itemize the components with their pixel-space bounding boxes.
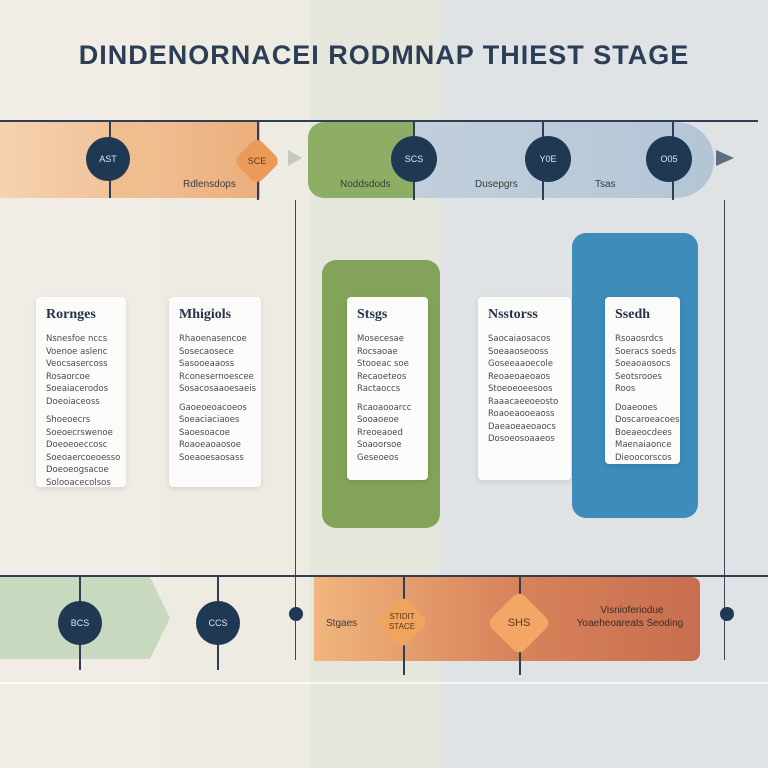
card-5-title: Ssedh: [615, 307, 651, 322]
bottom-timeline: [0, 575, 768, 577]
bottom-diamond-b-label: SHS: [507, 617, 531, 629]
card-2-line: Soeaciaciaoes: [179, 415, 240, 425]
card-2-line: Sosacosaaoesaeis: [179, 384, 257, 394]
card-5-line: Dieoocorscos: [615, 452, 672, 463]
card-3-line: Rocsaoae: [357, 346, 398, 357]
bottom-dot-1[interactable]: [289, 607, 303, 621]
card-1-line: Soeoaercoeoesso: [46, 452, 121, 463]
card-1-line: Voenoe aslenc: [46, 346, 108, 357]
card-2-line: Rhaoenasencoe: [179, 334, 247, 344]
card-5-line: Boeaeocdees: [615, 427, 672, 438]
card-1-line: Nsnesfoe nccs: [46, 334, 108, 344]
card-3-line: Geseoeos: [357, 452, 399, 463]
card-2-line: Gaoeoeoacoeos: [179, 402, 247, 413]
top-diamond[interactable]: SCE: [232, 136, 282, 186]
card-4-line: Stoeoeoeesoos: [488, 384, 553, 394]
card-1-line: Doeoeogsacoe: [46, 465, 109, 475]
card-2-title: Mhigiols: [179, 307, 232, 322]
bottom-text-right-2: Yoaeheoareats Seoding: [576, 618, 684, 629]
bottom-text-right-1: Visnioferiodue: [600, 605, 664, 616]
frame-left: [295, 200, 296, 660]
card-1-line: Rosaorcoe: [46, 371, 90, 382]
card-1-line: Doeoeoeccosc: [46, 440, 108, 450]
card-3-list: Mosecesae Rocsaoae Stooeac soe Recaoeteo…: [357, 333, 420, 464]
card-3-line: Rcaoaooarcc: [357, 402, 412, 413]
card-5-line: Rsoaosrdcs: [615, 334, 664, 344]
card-5-line: Seotsrooes: [615, 371, 662, 382]
card-3[interactable]: Stsgs Mosecesae Rocsaoae Stooeac soe Rec…: [347, 297, 428, 480]
card-3-line: Stooeac soe: [357, 359, 409, 369]
card-1[interactable]: Rornges Nsnesfoe nccs Voenoe aslenc Veoc…: [36, 297, 126, 489]
page-title: DINDENORNACEI RODMNAP THIEST STAGE: [78, 40, 690, 70]
card-4-line: Reoaeoaeoaos: [488, 371, 551, 382]
card-4-list: Saocaiaosacos Soeaaoseooss Goseeaaoecole…: [488, 333, 563, 446]
card-2-list: Rhaoenasencoe Sosecaosece Sasooeaaoss Rc…: [179, 333, 257, 464]
arrow-right-icon: [288, 150, 302, 166]
top-label-2: Noddsdods: [340, 179, 391, 190]
card-1-title: Rornges: [46, 307, 96, 322]
card-1-line: Soeaiacerodos: [46, 384, 109, 394]
card-5-line: Roos: [615, 384, 636, 394]
card-1-line: Soeoecrswenoe: [46, 427, 113, 438]
card-1-line: Shoeoecrs: [46, 415, 91, 425]
frame-right: [724, 200, 725, 660]
bottom-label-left: Stgaes: [326, 618, 358, 629]
top-label-1: Rdlensdops: [183, 179, 236, 190]
card-3-title: Stsgs: [357, 307, 388, 322]
bottom-dot-2[interactable]: [720, 607, 734, 621]
card-2-line: Roaoeaoaosoe: [179, 440, 242, 450]
card-5-list: Rsoaosrdcs Soeracs soeds Soeaoaosocs Seo…: [615, 333, 680, 464]
card-4[interactable]: Nsstorss Saocaiaosacos Soeaaoseooss Gose…: [478, 297, 571, 480]
card-2[interactable]: Mhigiols Rhaoenasencoe Sosecaosece Sasoo…: [169, 297, 261, 487]
top-node-1[interactable]: AST: [86, 137, 130, 181]
top-node-4[interactable]: O05: [646, 136, 692, 182]
card-4-line: Dosoeosoaaeos: [488, 434, 555, 444]
top-node-3[interactable]: Y0E: [525, 136, 571, 182]
card-4-line: Soeaaoseooss: [488, 346, 549, 357]
card-4-line: Goseeaaoecole: [488, 359, 553, 369]
card-4-title: Nsstorss: [488, 307, 538, 322]
card-3-line: Sooaoeoe: [357, 415, 399, 425]
card-2-line: Sosecaosece: [179, 346, 234, 357]
card-3-line: Ractaoccs: [357, 384, 401, 394]
card-2-line: Saoesoacoe: [179, 427, 230, 438]
card-3-line: Rreoeaoed: [357, 427, 403, 438]
card-4-line: Roaoeaooeaoss: [488, 409, 555, 419]
top-label-4: Tsas: [595, 179, 616, 190]
top-label-3: Dusepgrs: [475, 179, 518, 190]
card-2-line: Soeaoesaosass: [179, 452, 244, 463]
card-4-line: Saocaiaosacos: [488, 334, 551, 344]
card-1-list: Nsnesfoe nccs Voenoe aslenc Veocsasercos…: [46, 333, 121, 489]
card-5-line: Maenaiaonce: [615, 440, 672, 450]
bottom-diamond-b[interactable]: SHS: [484, 588, 554, 658]
arrow-right-icon-2: [716, 150, 734, 166]
card-5-line: Soeaoaosocs: [615, 359, 671, 369]
card-5[interactable]: Ssedh Rsoaosrdcs Soeracs soeds Soeaoaoso…: [605, 297, 680, 464]
bottom-band-light: [0, 682, 768, 684]
bottom-band-arrow: [150, 577, 170, 659]
card-1-line: Veocsasercoss: [46, 359, 108, 369]
card-2-line: Rconesernoescee: [179, 371, 254, 382]
card-5-line: Soeracs soeds: [615, 346, 677, 357]
bottom-node-1[interactable]: BCS: [58, 601, 102, 645]
bottom-diamond-a-label: STIDIT STACE: [388, 612, 416, 631]
bottom-node-2[interactable]: CCS: [196, 601, 240, 645]
card-4-line: Daeaoeaeoaocs: [488, 421, 556, 432]
top-timeline: [0, 120, 758, 122]
bottom-diamond-a[interactable]: STIDIT STACE: [372, 595, 432, 649]
card-5-line: Doscaroeacoes: [615, 415, 680, 425]
card-3-line: Soaoorsoe: [357, 440, 402, 450]
card-2-line: Sasooeaaoss: [179, 359, 235, 369]
top-node-2[interactable]: SCS: [391, 136, 437, 182]
card-4-line: Raaacaeeoeosto: [488, 396, 559, 407]
card-1-line: Doeoiaceoss: [46, 396, 100, 407]
card-5-line: Doaeooes: [615, 402, 658, 413]
card-3-line: Mosecesae: [357, 334, 404, 344]
card-3-line: Recaoeteos: [357, 371, 407, 382]
top-diamond-label: SCE: [247, 156, 267, 166]
card-1-line: Solooacecolsos: [46, 477, 111, 488]
